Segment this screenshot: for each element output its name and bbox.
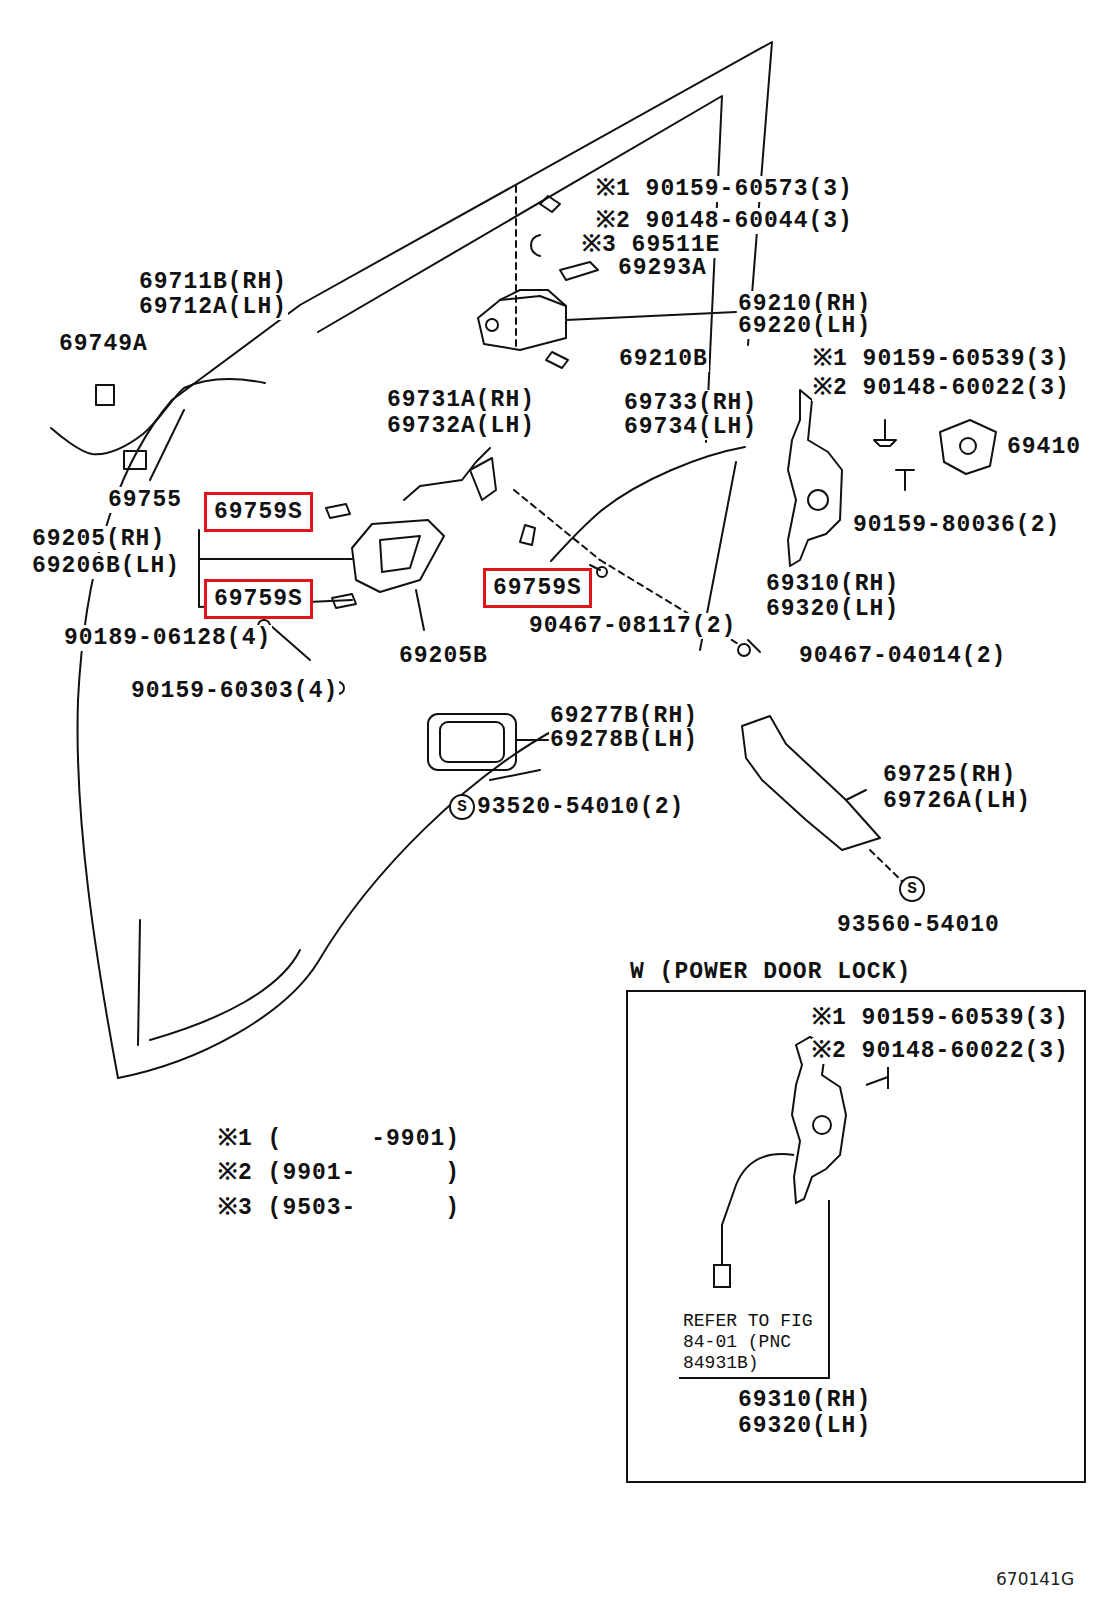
part-number: 69220(LH) [737,313,872,339]
part-number: 93560-54010 [836,912,1001,938]
part-number: ※2 90148-60022(3) [812,375,1071,401]
highlighted-part-box: 69759S [204,579,313,619]
part-number: 69410 [1006,434,1082,460]
part-number: 69293A [617,255,708,281]
highlighted-part-box: 69759S [204,492,313,532]
inset-drawing [813,1116,831,1134]
part-number: 69759S [214,499,303,525]
part-number: 69206B(LH) [31,553,181,579]
highlighted-part-box: 69759S [483,568,592,608]
inset-drawing [627,991,1085,1482]
part-number: 90189-06128(4) [63,625,272,651]
part-number: 69210B [618,346,709,372]
part-number: 69732A(LH) [386,413,536,439]
part-number: ※2 90148-60044(3) [595,208,854,234]
part-number: ※2 90148-60022(3) [812,1038,1069,1064]
part-number: 90159-80036(2) [852,512,1061,538]
part-number: 69310(RH) [765,571,900,597]
standard-part-mark: S [449,794,475,820]
figure-number: 670141G [995,1569,1075,1589]
handle-bezel-and-bracket [428,714,905,884]
part-number: 93520-54010(2) [476,794,685,820]
part-number: 69320(LH) [738,1413,871,1439]
part-number: 69731A(RH) [386,387,536,413]
inside-handle [199,504,607,694]
part-number: 69733(RH) [623,390,758,416]
part-number: 69711B(RH) [138,269,288,295]
part-number: 69205B [398,643,489,669]
part-number: 69734(LH) [623,414,758,440]
part-number: 90467-04014(2) [798,643,1007,669]
date-note: ※2 (9901- ) [217,1160,461,1186]
inset-heading: W (POWER DOOR LOCK) [630,959,911,985]
part-number: 69725(RH) [882,762,1017,788]
part-number: 69755 [107,487,183,513]
part-number: 90159-60303(4) [130,678,339,704]
reference-note: REFER TO FIG 84-01 (PNC 84931B) [683,1311,823,1374]
part-number: 69759S [493,575,582,601]
part-number: ※1 90159-60573(3) [595,176,854,202]
standard-part-mark: S [899,876,925,902]
part-number: 69310(RH) [738,1387,871,1413]
inset-drawing [714,1265,730,1287]
part-number: ※1 90159-60539(3) [812,1005,1069,1031]
part-number: 90467-08117(2) [528,613,737,639]
inset-drawing [866,1067,888,1089]
part-number: 69320(LH) [765,596,900,622]
part-number: 69277B(RH) [549,703,699,729]
part-number: 69726A(LH) [882,788,1032,814]
date-note: ※1 ( -9901) [217,1126,461,1152]
part-number: 69712A(LH) [138,294,288,320]
date-note: ※3 (9503- ) [217,1195,461,1221]
part-number: 69749A [58,331,149,357]
inset-drawing [679,1200,829,1378]
part-number: 69278B(LH) [549,727,699,753]
inset-drawing [722,1154,794,1265]
part-number: 69205(RH) [31,526,166,552]
part-number: ※1 90159-60539(3) [812,346,1071,372]
part-number: 69759S [214,586,303,612]
power-door-lock-inset: W (POWER DOOR LOCK) ※1 90159-60539(3) ※2 9… [626,955,1086,1483]
